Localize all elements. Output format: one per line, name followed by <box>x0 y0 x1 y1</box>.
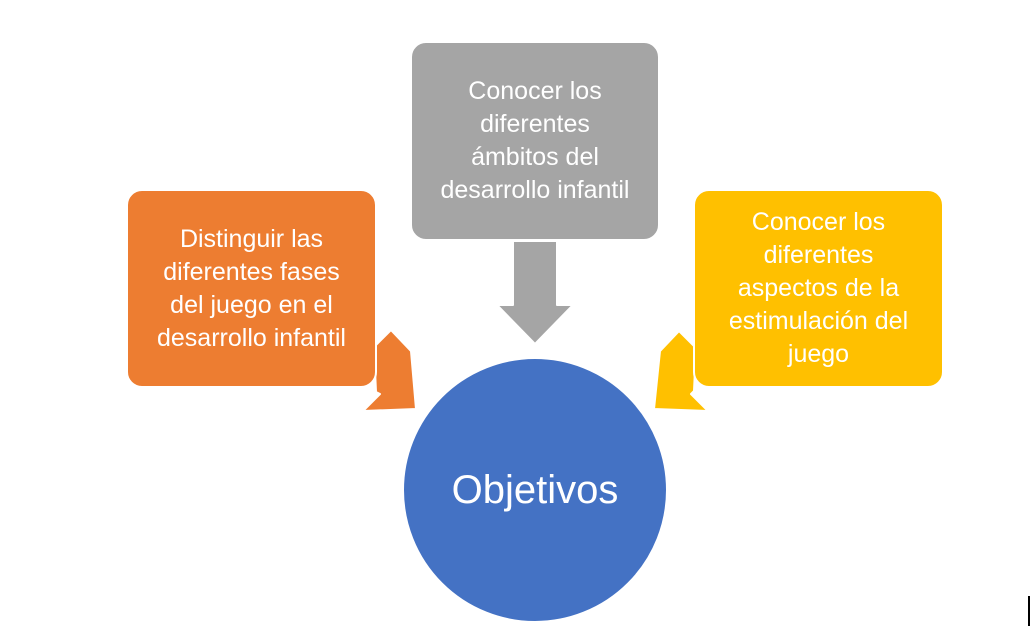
objective-box-left: Distinguir las diferentes fases del jueg… <box>126 189 377 388</box>
objective-line: aspectos de la <box>737 274 900 302</box>
cursor-mark <box>1028 596 1030 626</box>
objective-line: estimulación del <box>728 307 909 335</box>
objective-line: Conocer los <box>468 77 602 105</box>
objective-text-left: Distinguir las diferentes fases del jueg… <box>157 223 346 355</box>
objective-box-right: Conocer los diferentes aspectos de la es… <box>693 189 944 388</box>
objective-line: del juego en el <box>170 290 333 319</box>
objective-line: diferentes <box>763 241 874 269</box>
objective-line: Distinguir las <box>179 224 324 253</box>
center-circle: Objetivos <box>402 357 668 623</box>
objective-line: ámbitos del <box>471 143 599 171</box>
objective-box-top: Conocer los diferentes ámbitos del desar… <box>410 41 660 241</box>
objective-line: juego <box>787 340 850 368</box>
objective-line: desarrollo infantil <box>157 323 346 352</box>
objective-line: diferentes <box>480 110 590 138</box>
objective-line: diferentes fases <box>163 257 340 286</box>
arrow-top <box>496 240 574 345</box>
center-label: Objetivos <box>451 467 619 512</box>
objective-line: Conocer los <box>751 208 886 236</box>
objective-line: desarrollo infantil <box>440 176 630 204</box>
objective-text-right: Conocer los diferentes aspectos de la es… <box>729 206 908 371</box>
objective-text-top: Conocer los diferentes ámbitos del desar… <box>441 75 630 207</box>
